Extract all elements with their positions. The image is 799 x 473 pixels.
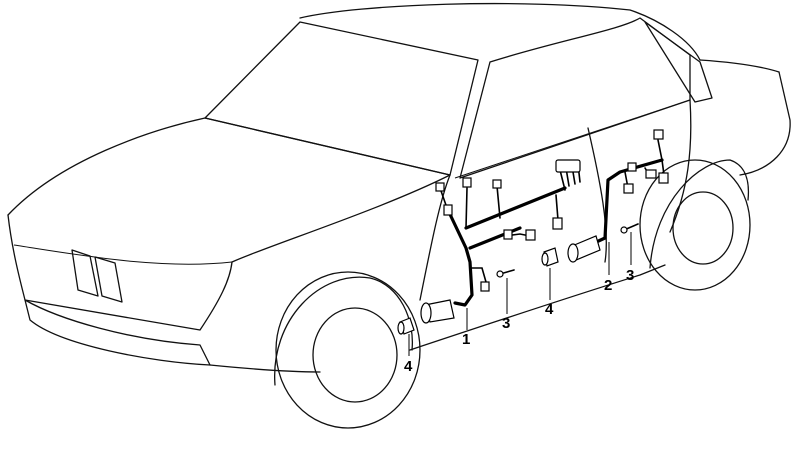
- screw-front: [496, 269, 515, 278]
- headlight-band: [13, 244, 233, 265]
- grille-right: [94, 256, 123, 303]
- roof-line: [299, 2, 701, 61]
- rear-wheel-arch: [649, 159, 750, 269]
- front-face: [7, 214, 233, 331]
- front-bumper: [24, 299, 211, 366]
- leader-lines: [408, 232, 632, 356]
- rear-deck-line: [699, 59, 780, 73]
- front-wheel-arch: [274, 276, 414, 386]
- screw-rear: [620, 223, 639, 234]
- door-split-line: [587, 127, 607, 263]
- car-body-outline: [7, 2, 791, 386]
- rear-wheel: [639, 159, 751, 291]
- callout-3-front: 3: [502, 315, 510, 332]
- front-wheel: [275, 271, 421, 429]
- wiring-harness-front-door: [420, 159, 581, 324]
- door-rear-edge: [669, 99, 692, 233]
- body-sill: [209, 364, 321, 373]
- door-front-edge: [419, 174, 451, 301]
- belt-line: [454, 99, 691, 179]
- rear-side-line: [739, 71, 791, 176]
- grommet-rear: [541, 247, 559, 267]
- grommet-front: [397, 317, 415, 335]
- wiring-harness-rear-door: [567, 129, 669, 263]
- callout-4-front: 4: [404, 358, 413, 375]
- front-side-window: [459, 17, 691, 179]
- windshield: [204, 21, 479, 176]
- callout-4-rear: 4: [545, 301, 554, 318]
- callout-2: 2: [604, 277, 612, 294]
- callout-1: 1: [462, 331, 470, 348]
- callout-3-rear: 3: [626, 267, 634, 284]
- rear-quarter-window: [644, 21, 713, 103]
- hood-outline: [7, 117, 451, 263]
- side-sill: [409, 264, 666, 351]
- grille-left: [71, 249, 99, 297]
